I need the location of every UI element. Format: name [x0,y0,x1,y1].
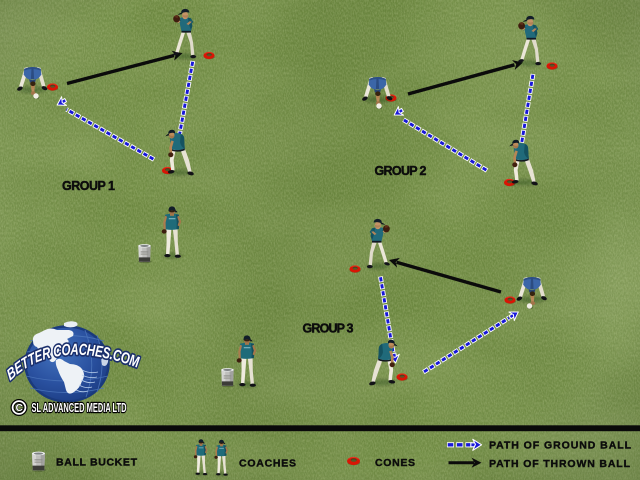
svg-text:CONES: CONES [375,457,415,469]
svg-text:PATH OF GROUND BALL: PATH OF GROUND BALL [489,439,632,451]
svg-text:GROUP 1: GROUP 1 [62,179,115,193]
svg-text:PATH OF THROWN BALL: PATH OF THROWN BALL [489,458,631,470]
svg-text:SL ADVANCED MEDIA LTD: SL ADVANCED MEDIA LTD [32,401,127,415]
svg-text:C: C [16,403,23,414]
svg-text:COACHES: COACHES [239,458,296,470]
svg-text:GROUP 3: GROUP 3 [303,322,354,336]
svg-text:GROUP 2: GROUP 2 [375,164,427,178]
svg-text:BALL BUCKET: BALL BUCKET [56,456,138,468]
